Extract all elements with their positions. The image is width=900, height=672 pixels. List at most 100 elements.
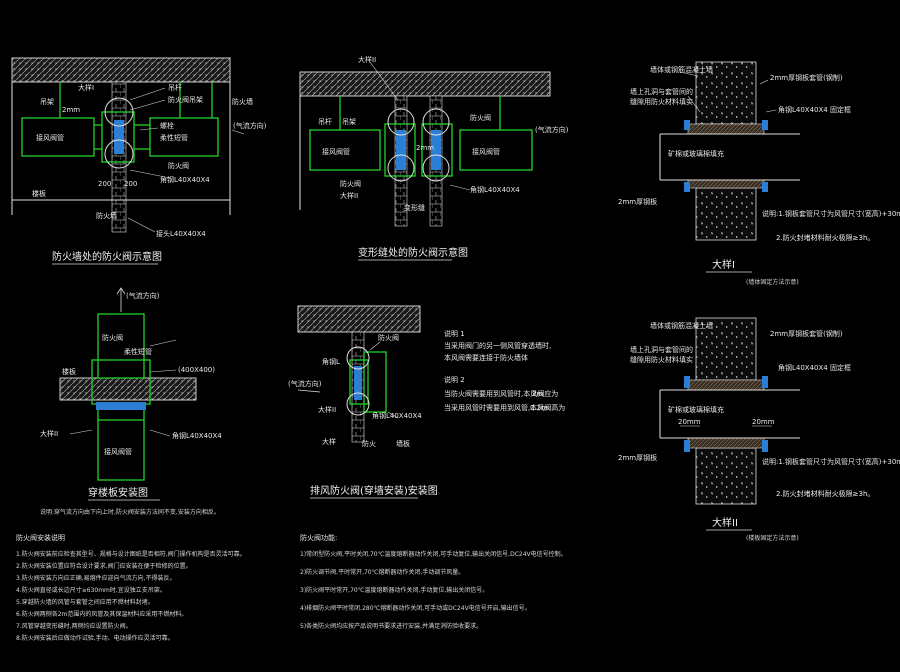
fig1-label-detail: 大样I xyxy=(78,83,94,92)
fig5-label-fill: 矿棉或玻璃棉填充 xyxy=(668,149,724,158)
fig1-damper-blade xyxy=(114,120,124,154)
fig4-label-angle: 角钢L xyxy=(322,357,340,366)
fig1-label-joint: 接头L40X40X4 xyxy=(156,229,206,238)
fig1-label-duct-left: 接风阀管 xyxy=(36,133,64,142)
fig1-dim-200-left: 200 xyxy=(98,180,111,188)
fig3-label-detail: 大样II xyxy=(40,429,58,438)
fig5-wall-lower xyxy=(695,187,757,241)
notes-left: 防火阀安装说明 1.防火阀安装前应检查其型号、规格与设计图纸是否相符,阀门操作机… xyxy=(16,533,246,642)
fig6-label-wall: 墙体或钢筋混凝土墙 xyxy=(650,321,713,330)
fig1-label-angle-steel: 角钢L40X40X4 xyxy=(160,175,210,184)
fig6-wall-upper xyxy=(695,317,757,381)
fig6-sleeve-upper xyxy=(687,379,765,391)
notes-right-line: 2)防火调节阀,平时常开,70℃熔断器动作关闭,手动调节风量。 xyxy=(300,568,464,576)
fig3-label-airflow: (气流方向) xyxy=(126,291,160,300)
fig2-label-detail-top: 大样II xyxy=(358,55,376,64)
fig3-duct-upper xyxy=(97,313,145,379)
fig6-detail-two: 墙体或钢筋混凝土墙 2mm厚钢板套管(钢制) 墙上孔洞与套管间的 缝隙用防火材料… xyxy=(618,317,900,542)
notes-right-line: 4)排烟防火阀平时常闭,280℃熔断器动作关闭,可手动或DC24V电信号开启,输… xyxy=(300,604,531,612)
fig6-label-gap2: 缝隙用防火材料填实 xyxy=(630,355,693,364)
fig1-label-airflow: (气流方向) xyxy=(233,121,267,130)
fig4-label-wallboard: 墙板 xyxy=(396,439,410,448)
fig2-label-damper: 防火阀 xyxy=(470,113,491,122)
notes-left-line: 3.防火阀安装方向应正确,易熔件应迎向气流方向,不得装反。 xyxy=(16,574,176,582)
notes-left-line: 2.防火阀安装位置应符合设计要求,阀门应安装在便于检修的位置。 xyxy=(16,562,192,570)
fig1-label-bracket: 吊架 xyxy=(40,98,54,106)
fig5-note-2: 2.防火封堵材料耐火极限≥3h。 xyxy=(776,233,874,242)
fig6-label-angle: 角钢L40X40X4 固定框 xyxy=(778,363,851,372)
fig5-label-gap2: 缝隙用防火材料填实 xyxy=(630,97,693,106)
fig1-duct-left xyxy=(21,117,95,157)
fig6-label-gap1: 墙上孔洞与套管间的 xyxy=(630,345,693,354)
fig3-note: 说明:穿气流方向由下向上时,防火阀安装方法同不变,安装方向相反。 xyxy=(40,508,220,516)
notes-left-line: 7.风管穿越变形缝时,两侧均应设置防火阀。 xyxy=(16,622,132,630)
fig4-note-2: 当采用阀门的另一侧风管穿透墙时, xyxy=(444,341,551,350)
fig6-wall-lower xyxy=(695,447,757,505)
fig4-exhaust-damper: 防火阀 角钢L (气流方向) 大样II 大样 角钢L40X40X4 防火 墙板 … xyxy=(288,305,565,499)
fig4-note-3: 本风阀需要连接于防火墙体 xyxy=(444,353,528,362)
fig1-label-firewall-right: 防火墙 xyxy=(232,97,253,106)
fig5-subtitle: (墙体固定方法示意) xyxy=(746,278,799,286)
fig4-note-5: 当防火阀需要用到风管时,本风阀应为 xyxy=(444,389,558,398)
fig1-label-damper: 防火阀 xyxy=(168,161,189,170)
fig6-dim-left: 20mm xyxy=(678,418,701,426)
fig4-label-damper: 防火阀 xyxy=(378,333,399,342)
fig3-label-flexible: 柔性短管 xyxy=(124,347,152,356)
fig4-damper xyxy=(349,359,369,405)
fig2-damper-right xyxy=(421,123,453,177)
fig2-expansion-joint-damper: 大样II 吊杆 吊架 防火阀 2mm 接风阀管 (气流方向) 接风阀管 防火阀 … xyxy=(299,55,569,261)
fig2-duct-right xyxy=(459,129,533,171)
fig6-dim-right: 20mm xyxy=(752,418,775,426)
fig3-label-duct: 接风阀管 xyxy=(104,447,132,456)
fig2-damper-left xyxy=(384,123,416,177)
fig2-label-2mm: 2mm xyxy=(416,144,434,152)
fig2-label-airflow: (气流方向) xyxy=(535,125,569,134)
fig3-blade xyxy=(96,402,146,410)
fig2-label-joint: 变形缝 xyxy=(404,203,425,212)
fig4-note-8: 0.2m xyxy=(530,404,548,412)
notes-right-line: 5)各类防火阀均应按产品说明书要求进行安装,并满足消防验收要求。 xyxy=(300,622,482,630)
fig1-ceiling-slab xyxy=(11,57,231,83)
fig4-note-1: 说明 1 xyxy=(444,329,465,338)
fig1-title: 防火墙处的防火阀示意图 xyxy=(52,250,162,263)
notes-left-line: 5.穿越防火墙的风管与套管之间应用不燃材料封堵。 xyxy=(16,598,154,606)
fig1-damper xyxy=(101,111,135,163)
fig5-label-angle: 角钢L40X40X4 固定框 xyxy=(778,105,851,114)
fig5-label-gap1: 墙上孔洞与套管间的 xyxy=(630,87,693,96)
fig4-note-7: 当采用风管时需要用到风管,本风阀高为 xyxy=(444,403,565,412)
notes-left-line: 6.防火阀两侧各2m范围内的风管及其保温材料应采用不燃材料。 xyxy=(16,610,187,618)
fig1-label-hanger-rod: 吊杆 xyxy=(168,83,182,92)
fig1-firewall xyxy=(111,81,127,233)
fig5-label-sleeve: 2mm厚钢板套管(钢制) xyxy=(770,73,843,82)
fig4-ceiling-slab xyxy=(297,305,421,333)
fig5-label-wall: 墙体或钢筋混凝土墙 xyxy=(650,65,713,74)
fig1-duct-right xyxy=(149,117,219,157)
fig5-detail-one: 墙体或钢筋混凝土墙 2mm厚钢板套管(钢制) 墙上孔洞与套管间的 缝隙用防火材料… xyxy=(618,61,900,286)
notes-right-heading: 防火阀功能: xyxy=(300,533,337,542)
fig5-sleeve-upper xyxy=(687,123,765,135)
fig1-label-2mm: 2mm xyxy=(62,106,80,114)
fig2-title: 变形缝处的防火阀示意图 xyxy=(358,246,468,259)
fig6-sleeve-lower xyxy=(687,437,765,449)
fig4-label-airflow: (气流方向) xyxy=(288,379,322,388)
fig6-title: 大样II xyxy=(712,516,738,529)
fig5-label-plate: 2mm厚钢板 xyxy=(618,197,657,206)
fig3-label-floor: 楼板 xyxy=(62,367,76,376)
fig5-title: 大样I xyxy=(712,258,735,271)
notes-left-line: 8.防火阀安装后应做动作试验,手动、电动操作应灵活可靠。 xyxy=(16,634,174,642)
fig3-floor-penetration: (气流方向) 防火阀 柔性短管 接风阀管 (400X400) 楼板 角钢L40X… xyxy=(40,287,222,516)
fig1-label-bolt: 螺栓 xyxy=(160,121,174,130)
fig5-sleeve-lower xyxy=(687,179,765,189)
fig2-label-angle: 角钢L40X40X4 xyxy=(470,185,520,194)
fig3-duct-lower xyxy=(97,419,145,481)
notes-left-heading: 防火阀安装说明 xyxy=(16,533,65,542)
notes-right-line: 3)防火阀平时常开,70℃温度熔断器动作关闭,手动复位,输出关闭信号。 xyxy=(300,586,488,594)
fig2-label-rod: 吊杆 xyxy=(318,117,332,126)
fig4-note-4: 说明 2 xyxy=(444,375,465,384)
fig1-dim-200-right: 200 xyxy=(124,180,137,188)
notes-right-line: 1)常闭型防火阀,平时关闭,70℃温度熔断器动作关闭,可手动复位,输出关闭信号,… xyxy=(300,550,567,558)
fig6-subtitle: (楼板固定方法示意) xyxy=(746,534,799,542)
fig6-label-plate: 2mm厚钢板 xyxy=(618,453,657,462)
fig3-floor-slab xyxy=(59,377,197,401)
fig2-blade-right xyxy=(431,130,441,170)
